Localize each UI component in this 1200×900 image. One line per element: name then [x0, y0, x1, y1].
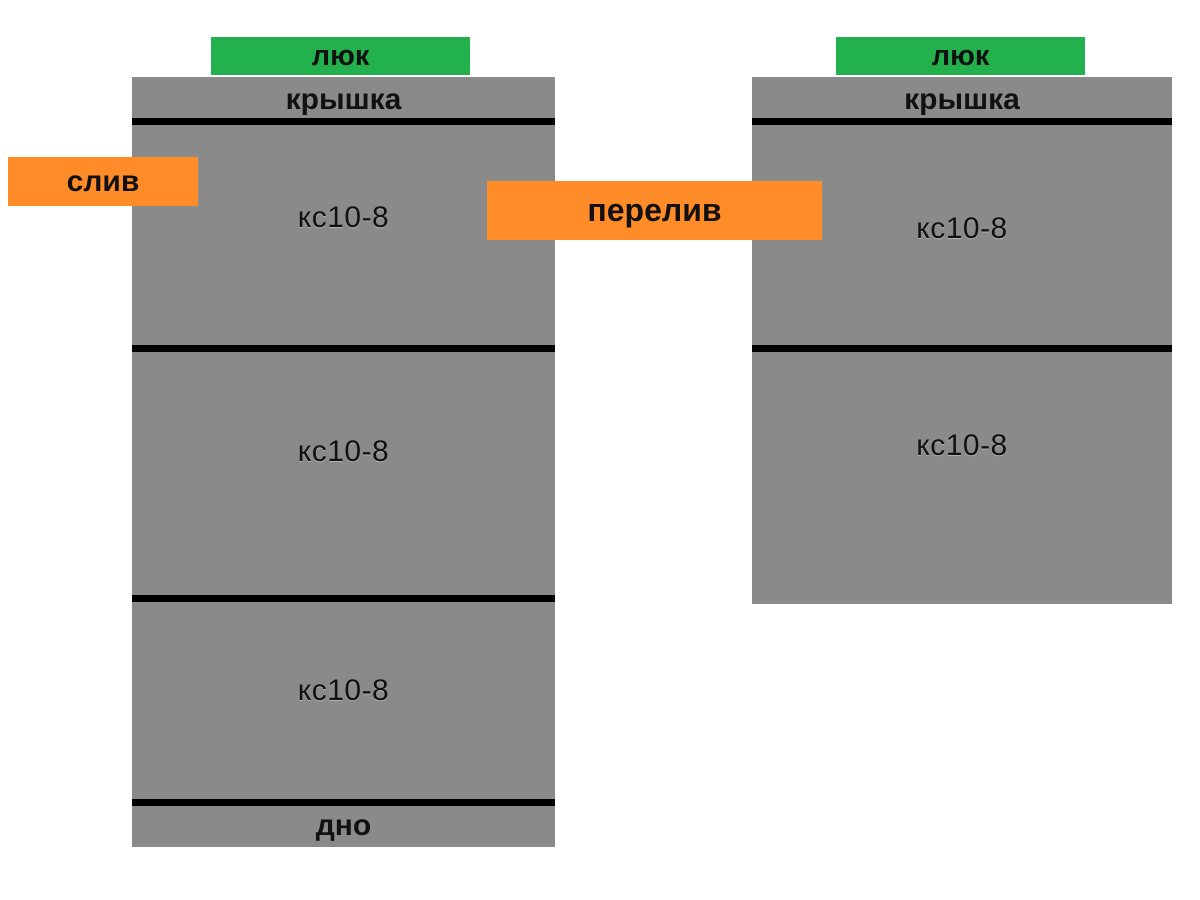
- left-tank-body: крышка кс10-8 кс10-8 кс10-8 дно: [132, 77, 555, 847]
- right-tank-ring-1-label: кс10-8: [916, 212, 1008, 245]
- drain-pipe-label: слив: [8, 157, 198, 206]
- hatch-label-left: люк: [211, 37, 470, 75]
- left-tank-divider-2: [132, 595, 555, 602]
- hatch-label-right: люк: [836, 37, 1085, 75]
- left-tank-bottom-label: дно: [315, 809, 372, 842]
- overflow-pipe-label: перелив: [487, 181, 822, 240]
- left-tank-bottom-divider: [132, 799, 555, 806]
- right-tank-body: крышка кс10-8 кс10-8: [752, 77, 1172, 604]
- left-tank-ring-1-label: кс10-8: [297, 201, 390, 234]
- right-tank-cap-label: крышка: [904, 83, 1020, 116]
- left-tank-cap-divider: [132, 118, 555, 125]
- right-tank-divider-1: [752, 345, 1172, 352]
- right-tank-ring-2-label: кс10-8: [916, 429, 1008, 462]
- right-tank-cap-divider: [752, 118, 1172, 125]
- left-tank-ring-3-label: кс10-8: [297, 674, 390, 707]
- left-tank-divider-1: [132, 345, 555, 352]
- left-tank-ring-2-label: кс10-8: [297, 435, 390, 468]
- left-tank-cap-label: крышка: [285, 83, 402, 116]
